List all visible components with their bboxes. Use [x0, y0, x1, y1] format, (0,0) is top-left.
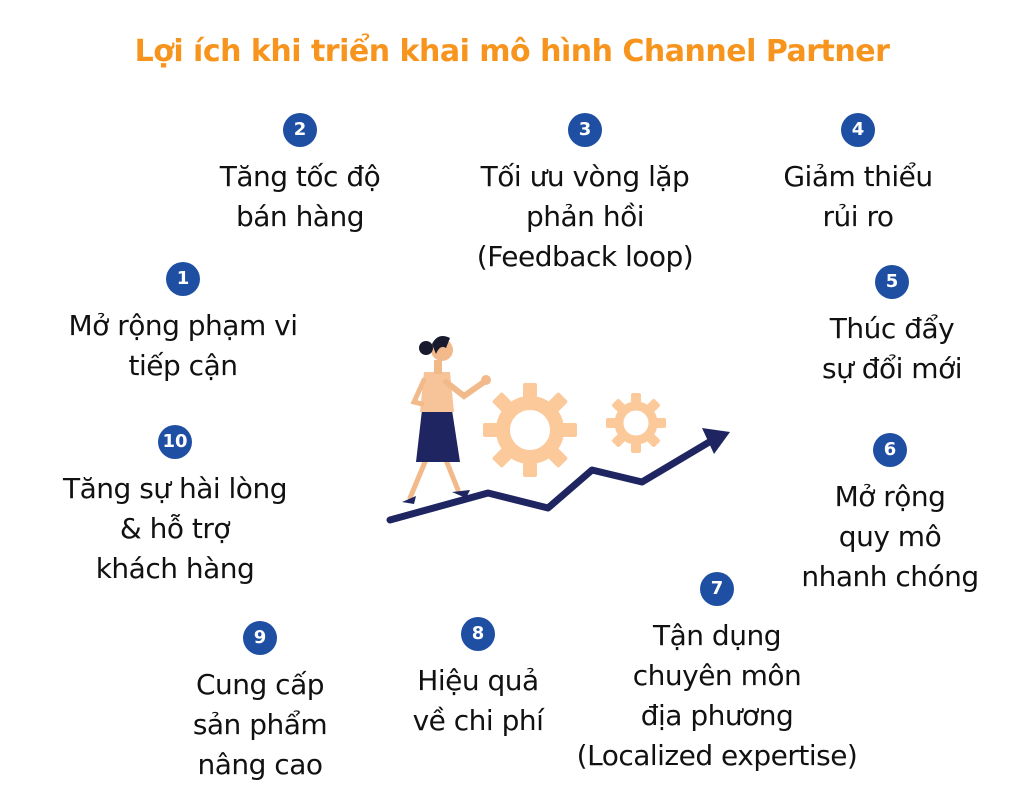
benefit-3: 3 Tối ưu vòng lặp phản hồi (Feedback loo…: [435, 113, 735, 277]
badge-4: 4: [841, 113, 875, 147]
benefit-4-text: Giảm thiểu rủi ro: [783, 160, 933, 233]
benefit-2-text: Tăng tốc độ bán hàng: [219, 160, 381, 233]
badge-10: 10: [158, 425, 192, 459]
page-title: Lợi ích khi triển khai mô hình Channel P…: [134, 34, 890, 69]
benefit-9-text: Cung cấp sản phẩm nâng cao: [192, 668, 328, 781]
badge-1: 1: [166, 262, 200, 296]
benefit-9: 9 Cung cấp sản phẩm nâng cao: [110, 621, 410, 785]
benefit-10-text: Tăng sự hài lòng & hỗ trợ khách hàng: [63, 472, 287, 585]
benefit-6: 6 Mở rộng quy mô nhanh chóng: [740, 433, 1024, 597]
benefit-7-text: Tận dụng chuyên môn địa phương (Localize…: [576, 619, 858, 772]
small-gear-icon: [606, 393, 666, 453]
benefit-7: 7 Tận dụng chuyên môn địa phương (Locali…: [567, 572, 867, 776]
benefit-10: 10 Tăng sự hài lòng & hỗ trợ khách hàng: [25, 425, 325, 589]
badge-5: 5: [875, 265, 909, 299]
benefit-8: 8 Hiệu quả về chi phí: [328, 617, 628, 741]
benefit-5: 5 Thúc đẩy sự đổi mới: [742, 265, 1024, 389]
badge-2: 2: [283, 113, 317, 147]
badge-6: 6: [873, 433, 907, 467]
badge-8: 8: [461, 617, 495, 651]
benefit-5-text: Thúc đẩy sự đổi mới: [821, 312, 963, 385]
growth-arrow-icon: [386, 428, 730, 524]
badge-7: 7: [700, 572, 734, 606]
growth-illustration: [386, 336, 730, 524]
woman-climbing-icon: [402, 336, 491, 504]
large-gear-icon: [483, 383, 577, 477]
badge-9: 9: [243, 621, 277, 655]
benefit-3-text: Tối ưu vòng lặp phản hồi (Feedback loop): [476, 160, 694, 273]
benefit-8-text: Hiệu quả về chi phí: [412, 664, 544, 737]
benefit-2: 2 Tăng tốc độ bán hàng: [150, 113, 450, 237]
benefit-1: 1 Mở rộng phạm vi tiếp cận: [33, 262, 333, 386]
badge-3: 3: [568, 113, 602, 147]
benefit-4: 4 Giảm thiểu rủi ro: [708, 113, 1008, 237]
benefit-6-text: Mở rộng quy mô nhanh chóng: [801, 480, 979, 593]
benefit-1-text: Mở rộng phạm vi tiếp cận: [68, 309, 298, 382]
